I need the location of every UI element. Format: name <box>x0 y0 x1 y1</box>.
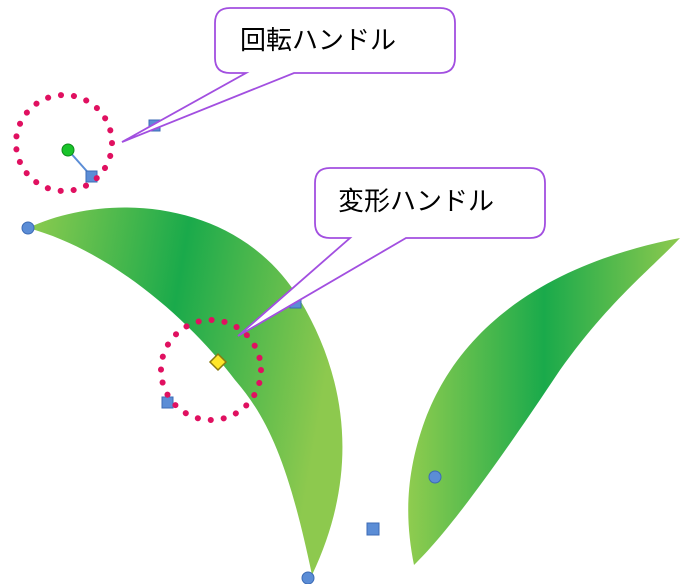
left-scale-handle[interactable] <box>161 396 174 409</box>
deform-highlight-ring <box>158 317 264 423</box>
rotate-handle-label: 回転ハンドル <box>240 26 397 56</box>
leaf-base-node-icon[interactable] <box>301 571 315 584</box>
right-leaf-shape[interactable] <box>408 238 680 565</box>
leaf-tip-node-icon[interactable] <box>21 221 35 235</box>
deform-handle-icon[interactable] <box>208 352 228 372</box>
deform-callout-bubble <box>237 167 546 337</box>
bottom-scale-handle[interactable] <box>366 522 380 536</box>
deform-handle-label: 変形ハンドル <box>338 187 495 217</box>
rotation-highlight-ring <box>13 92 115 194</box>
left-leaf-shape[interactable] <box>28 207 343 575</box>
right-leaf-node-icon[interactable] <box>428 470 442 484</box>
rotate-callout-bubble <box>121 7 456 143</box>
rotation-handle-icon[interactable] <box>61 143 75 157</box>
